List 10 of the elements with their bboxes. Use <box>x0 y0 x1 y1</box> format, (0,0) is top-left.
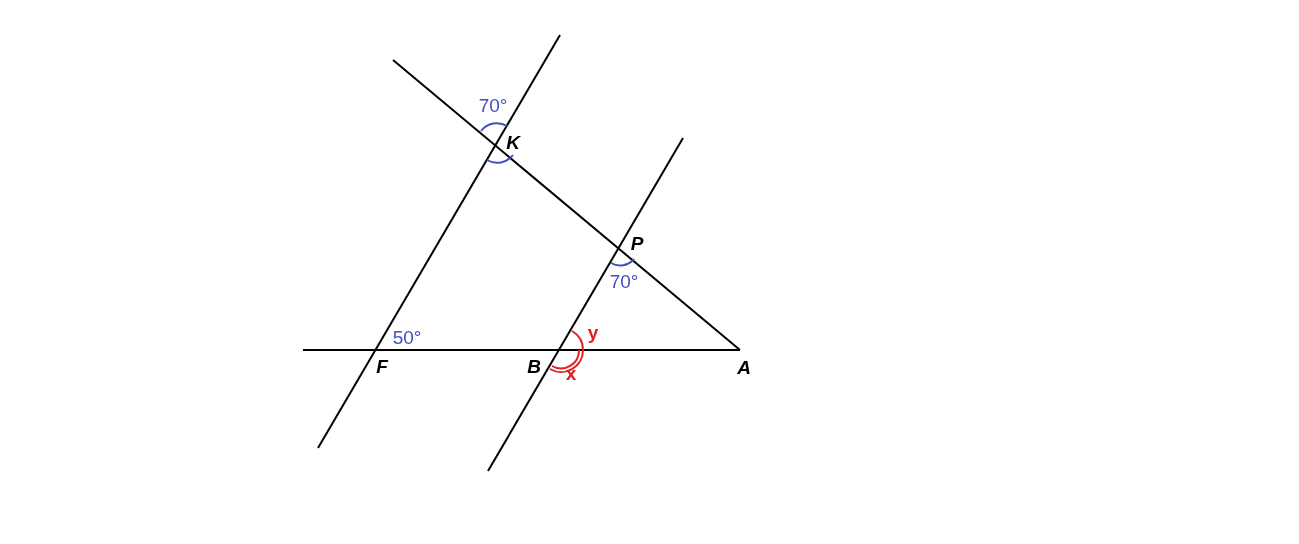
angle-variable: y <box>587 322 599 342</box>
point-label: B <box>527 356 541 376</box>
angle-label: 50° <box>392 327 422 347</box>
point-label: F <box>376 356 388 376</box>
point-label: A <box>737 357 751 377</box>
angle-label: 70° <box>609 271 639 291</box>
angle-label: 70° <box>478 95 508 115</box>
point-label: P <box>630 233 644 253</box>
point-label: K <box>506 132 520 152</box>
angle-variable: x <box>565 363 577 383</box>
